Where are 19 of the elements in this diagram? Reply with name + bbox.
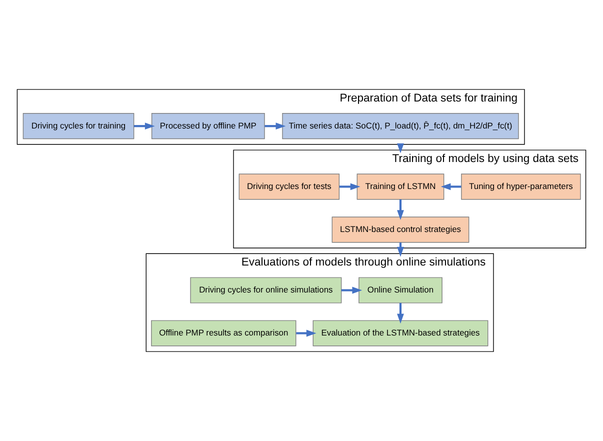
node-box: Offline PMP results as comparison (151, 320, 296, 346)
arrow (341, 286, 362, 294)
arrow (339, 183, 360, 190)
arrow (264, 122, 286, 130)
node-box: Evaluation of the LSTMN-based strategies (312, 320, 488, 346)
arrow (296, 330, 316, 337)
arrow (397, 199, 404, 220)
arrow (134, 122, 155, 130)
node-box: Driving cycles for tests (238, 174, 340, 200)
node-box: Time series data: SoC(t), P_load(t), P̄_fc(t), dm_H2/dP_fc(t) (282, 113, 519, 140)
arrow (397, 302, 404, 324)
node-box: Tuning of hyper-parameters (461, 174, 581, 200)
node-box: LSTMN-based control strategies (332, 216, 470, 243)
node-box: Driving cycles for online simulations (190, 277, 342, 304)
arrow (440, 183, 462, 190)
node-box: Online Simulation (358, 277, 442, 304)
node-box: Driving cycles for training (22, 113, 134, 140)
node-box: Training of LSTMN (356, 174, 444, 200)
node-box: Processed by offline PMP (151, 113, 265, 140)
